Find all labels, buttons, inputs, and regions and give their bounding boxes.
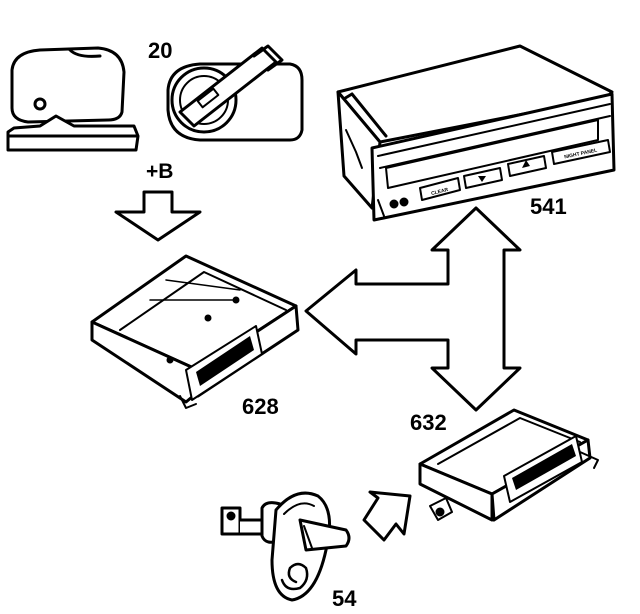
module-632-icon <box>418 408 599 522</box>
key-fob-icon <box>6 46 140 152</box>
switch-to-module-arrow <box>362 490 412 542</box>
display-button-up[interactable] <box>507 155 547 177</box>
display-unit-icon <box>336 44 616 222</box>
display-button-clear[interactable] <box>419 177 461 201</box>
display-button-night-panel[interactable] <box>551 139 611 165</box>
power-down-arrow <box>114 190 202 242</box>
ignition-label: 20 <box>148 38 173 63</box>
module-628-icon <box>90 254 300 409</box>
power-label: +B <box>146 160 174 183</box>
display-unit-label: 541 <box>530 194 567 219</box>
door-switch-icon <box>220 491 351 602</box>
display-button-down[interactable] <box>463 167 503 189</box>
module-632-label: 632 <box>410 410 447 435</box>
network-arrow <box>304 206 522 412</box>
switch-label: 54 <box>332 586 357 611</box>
ignition-switch-icon <box>166 44 304 142</box>
module-628-label: 628 <box>242 394 279 419</box>
